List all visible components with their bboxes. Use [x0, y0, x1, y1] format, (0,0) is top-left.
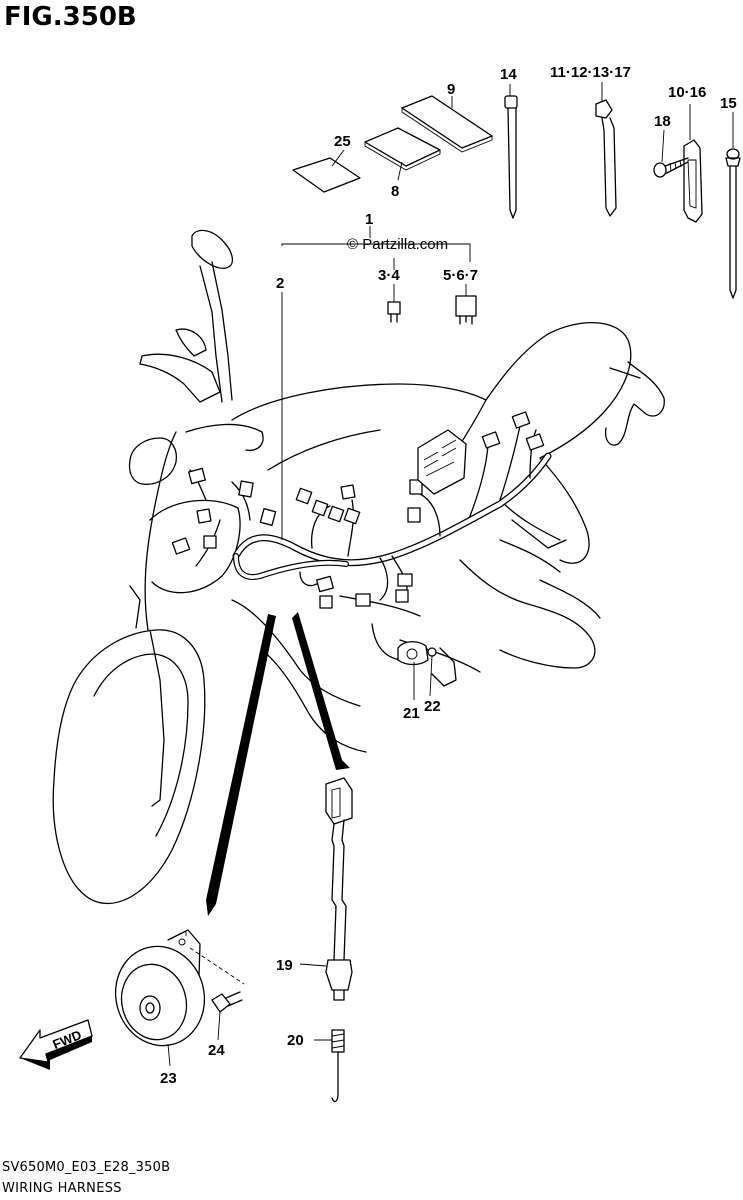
motorcycle-outline — [52, 229, 665, 905]
callout-10-16: 10·16 — [668, 84, 706, 101]
callout-8: 8 — [391, 183, 399, 200]
callout-18: 18 — [654, 113, 671, 130]
footer-code: SV650M0_E03_E28_350B — [2, 1160, 171, 1175]
callout-19: 19 — [276, 957, 293, 974]
part-pad-9 — [401, 95, 493, 153]
part-pad-8 — [364, 127, 441, 171]
callout-25: 25 — [334, 133, 351, 150]
callout-23: 23 — [160, 1070, 177, 1087]
part-fuse-3 — [387, 301, 401, 323]
main-harness — [189, 425, 552, 661]
part-screw-18 — [653, 157, 689, 178]
part-horn-23 — [114, 929, 245, 1047]
callout-labels: 9 25 8 14 11·12·13·17 10·16 15 18 1 2 3·… — [160, 64, 737, 1087]
callout-9: 9 — [447, 81, 455, 98]
part-clamp-tie-11 — [595, 99, 617, 217]
callout-2: 2 — [276, 275, 284, 292]
callout-3-4: 3·4 — [378, 267, 400, 284]
callout-5-6-7: 5·6·7 — [443, 267, 478, 284]
part-sensor-19 — [325, 777, 353, 1001]
part-bolt-22 — [427, 647, 437, 657]
callout-20: 20 — [287, 1032, 304, 1049]
part-cable-tie-14 — [504, 95, 518, 219]
callout-15: 15 — [720, 95, 737, 112]
part-relay-5 — [455, 295, 477, 325]
callout-22: 22 — [424, 698, 441, 715]
leader-arrow-horn — [206, 614, 276, 916]
callout-14: 14 — [500, 66, 517, 83]
part-pad-25 — [292, 157, 361, 193]
callout-11-12-13-17: 11·12·13·17 — [550, 64, 631, 81]
figure-title: FIG.350B — [4, 2, 137, 32]
watermark: © Partzilla.com — [347, 236, 449, 253]
callout-24: 24 — [208, 1042, 225, 1059]
callout-1: 1 — [365, 211, 373, 228]
leader-lines — [167, 82, 734, 1067]
part-spring-20 — [331, 1029, 345, 1103]
footer-name: WIRING HARNESS — [2, 1181, 122, 1196]
part-switch-21 — [397, 641, 429, 666]
fwd-arrow-icon: FWD — [19, 1019, 93, 1070]
callout-21: 21 — [403, 705, 420, 722]
fuse-box — [417, 429, 467, 495]
part-tie-mount-15 — [725, 148, 741, 299]
leader-arrow-sensor — [292, 612, 350, 770]
part-bolt-24 — [211, 991, 243, 1013]
harness-connectors — [171, 411, 545, 609]
part-bracket-10 — [683, 139, 703, 223]
